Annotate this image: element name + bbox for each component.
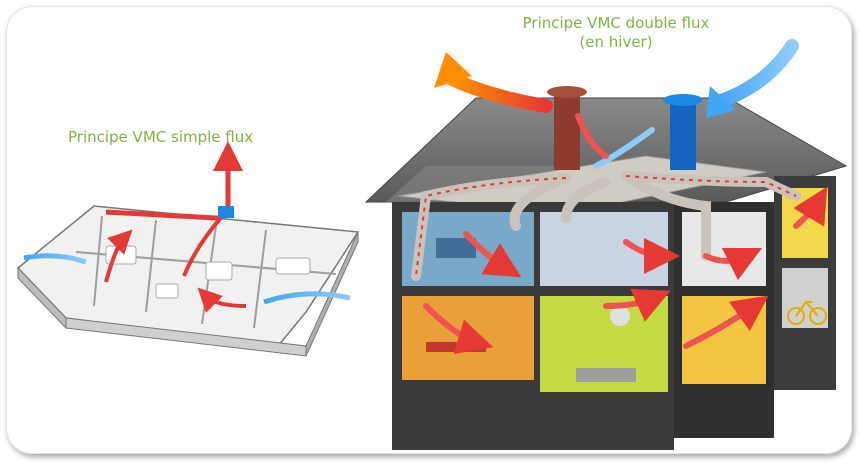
double-flux-title: Principe VMC double flux	[522, 14, 710, 32]
intake-arrowhead-icon	[706, 86, 736, 118]
exhaust-arrow-icon	[439, 69, 553, 113]
double-flux-house	[364, 39, 848, 450]
intake-arrow-icon	[711, 39, 799, 109]
exhaust-arrowhead-icon	[434, 52, 472, 88]
simple-flux-caption: Principe VMC simple flux	[68, 128, 254, 146]
simple-flux-floor-plan	[16, 141, 360, 357]
figure-frame: Principe VMC simple flux Principe VMC do…	[6, 6, 852, 454]
double-flux-caption: Principe VMC double flux (en hiver)	[484, 14, 748, 52]
ventilation-illustration	[16, 39, 848, 450]
double-flux-subtitle: (en hiver)	[579, 33, 653, 51]
